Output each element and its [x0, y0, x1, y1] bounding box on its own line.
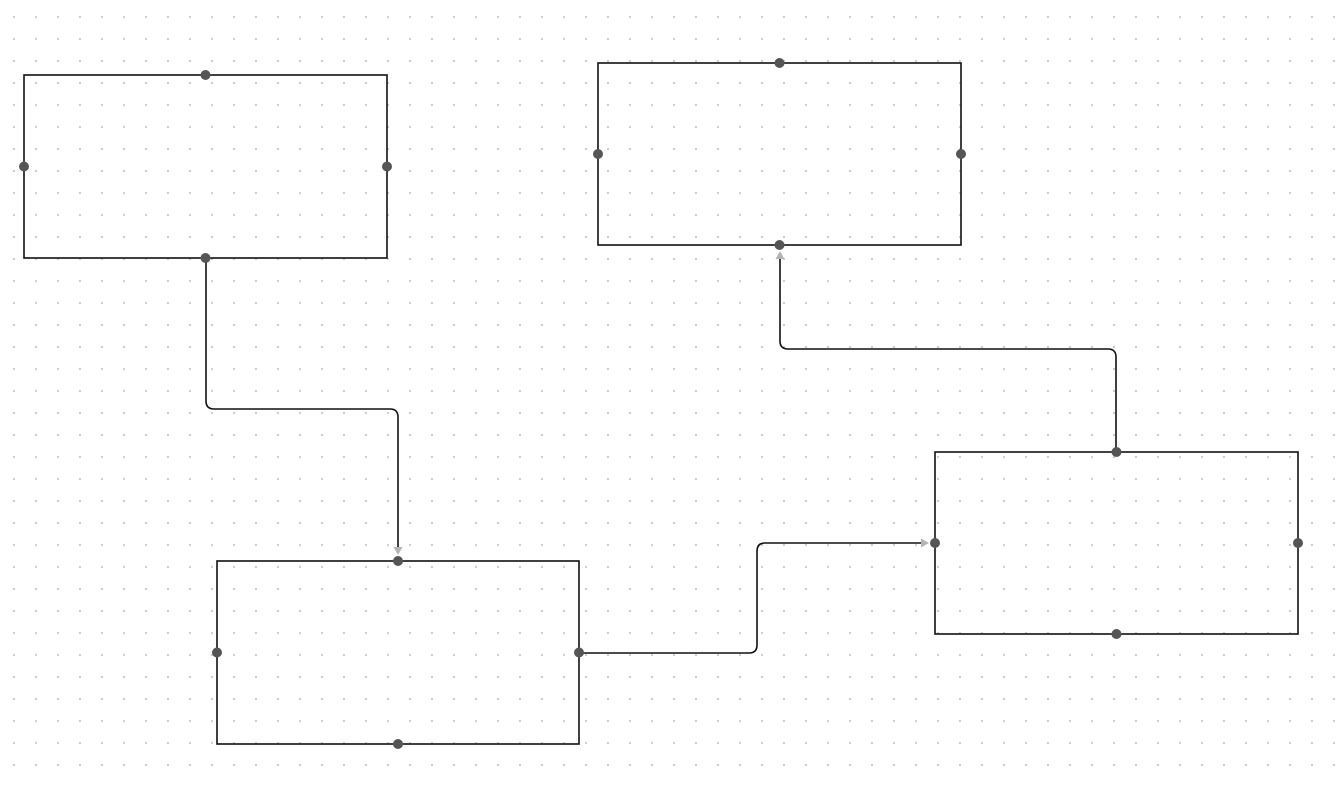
edge-node-4-to-node-2[interactable]	[775, 251, 1117, 452]
node-1[interactable]	[19, 70, 392, 263]
nodes-layer	[19, 58, 1303, 749]
connection-handle-top[interactable]	[774, 58, 785, 68]
connection-handle-right[interactable]	[1293, 538, 1303, 548]
node-4[interactable]	[930, 447, 1303, 639]
connection-handle-bottom[interactable]	[200, 253, 211, 263]
node-3[interactable]	[212, 556, 584, 749]
node-box[interactable]	[597, 62, 962, 246]
connection-handle-left[interactable]	[593, 149, 603, 159]
connection-handle-left[interactable]	[19, 161, 29, 172]
edge-node-1-to-node-3[interactable]	[205, 258, 403, 555]
node-2[interactable]	[593, 58, 966, 250]
connection-handle-left[interactable]	[930, 538, 940, 548]
connection-handle-right[interactable]	[956, 149, 966, 159]
node-box[interactable]	[23, 74, 388, 259]
edge-node-3-to-node-4[interactable]	[580, 538, 929, 654]
arrowhead-icon	[775, 251, 785, 259]
connection-handle-bottom[interactable]	[774, 240, 785, 250]
connection-handle-top[interactable]	[393, 556, 403, 566]
edge-line[interactable]	[580, 542, 927, 654]
connection-handle-top[interactable]	[200, 70, 211, 80]
node-box[interactable]	[934, 451, 1299, 635]
connection-handle-bottom[interactable]	[393, 739, 403, 749]
connection-handle-bottom[interactable]	[1111, 629, 1122, 639]
connection-handle-right[interactable]	[382, 161, 392, 172]
node-box[interactable]	[216, 560, 580, 745]
connection-handle-right[interactable]	[574, 647, 584, 658]
arrowhead-icon	[921, 538, 929, 548]
connection-handle-top[interactable]	[1111, 447, 1122, 457]
edges-layer	[205, 251, 1117, 654]
arrowhead-icon	[393, 547, 403, 555]
connection-handle-left[interactable]	[212, 647, 222, 658]
edge-line[interactable]	[779, 253, 1117, 452]
edge-line[interactable]	[205, 258, 399, 553]
